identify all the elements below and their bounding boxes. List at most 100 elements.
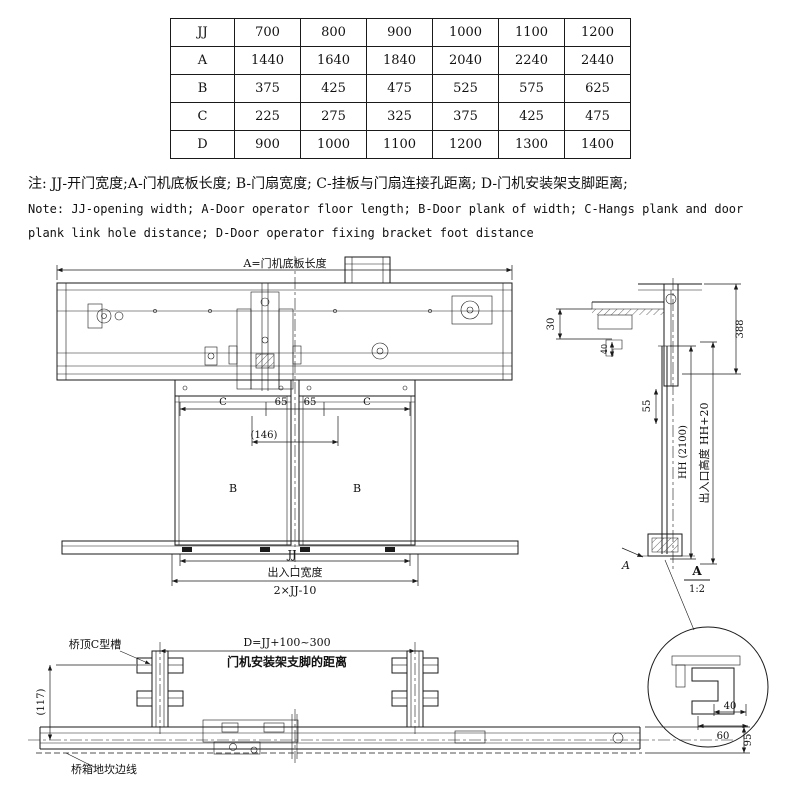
label-b-left: B (229, 482, 237, 495)
dim-95: 95 (645, 726, 754, 754)
row-label: C (170, 102, 235, 131)
sill-section (640, 533, 695, 557)
dim-117: (117) (36, 664, 136, 740)
section-title: A 1:2 (684, 564, 710, 595)
table-cell: 1200 (564, 18, 631, 47)
plan-view: D=JJ+100~300 门机安装架支脚的距离 桥顶C型槽 (28, 636, 754, 776)
front-view: A=门机底板长度 (56, 256, 519, 597)
table-cell: 525 (432, 74, 499, 103)
table-cell: 625 (564, 74, 631, 103)
dim-55-label: 55 (642, 400, 653, 413)
opening-width-label: 出入口宽度 (268, 565, 323, 579)
table-cell: 325 (366, 102, 433, 131)
section-name-label: A (691, 564, 702, 578)
table-row: C 225 275 325 375 425 475 (170, 102, 631, 131)
detail-view: 40 60 (647, 626, 769, 748)
table-cell: 575 (498, 74, 565, 103)
dim-hh: HH (2100) (670, 345, 696, 560)
row-label: A (170, 46, 235, 75)
dim-65-left-label: 65 (275, 397, 288, 408)
table-cell: 1100 (366, 130, 433, 159)
table-cell: 900 (234, 130, 301, 159)
dim-388-label: 388 (735, 319, 746, 338)
dim-c-right-label: C (363, 397, 371, 408)
table-cell: 800 (300, 18, 367, 47)
table-cell: 2440 (564, 46, 631, 75)
dim-d-desc-label: 门机安装架支脚的距离 (227, 654, 347, 669)
c-channel-callout: 桥顶C型槽 (69, 637, 151, 665)
dim-388: 388 (682, 283, 746, 375)
table-cell: 1200 (432, 130, 499, 159)
table-cell: 700 (234, 18, 301, 47)
sill-bar (28, 709, 735, 766)
dim-40-side: 40 (600, 342, 615, 357)
table-cell: 1840 (366, 46, 433, 75)
table-cell: 2240 (498, 46, 565, 75)
dim-a-label: A=门机底板长度 (242, 256, 326, 270)
table-cell: 225 (234, 102, 301, 131)
dim-146-label: (146) (251, 430, 278, 441)
table-cell: 1100 (498, 18, 565, 47)
table-row: B 375 425 475 525 575 625 (170, 74, 631, 103)
detail-dim-60: 60 (697, 716, 748, 742)
table-cell: 1400 (564, 130, 631, 159)
left-fixing-bracket (136, 642, 184, 734)
table-row: JJ 700 800 900 1000 1100 1200 (170, 18, 631, 47)
table-row: A 1440 1640 1840 2040 2240 2440 (170, 46, 631, 75)
right-fixing-bracket (391, 642, 439, 734)
dim-hh-label: HH (2100) (678, 425, 689, 479)
section-arrow-label: A (621, 559, 630, 572)
detail-dim-60-label: 60 (717, 731, 730, 742)
table-cell: 1000 (432, 18, 499, 47)
dim-146: (146) (251, 416, 339, 446)
dim-117-label: (117) (36, 688, 47, 715)
technical-drawing: A=门机底板长度 (28, 256, 769, 776)
dim-40-side-label: 40 (600, 344, 609, 354)
door-sill (61, 540, 519, 555)
c-channel-label: 桥顶C型槽 (69, 637, 121, 651)
table-cell: 375 (432, 102, 499, 131)
dim-opening-height: 出入口高度 HH+20 (697, 341, 717, 565)
table-cell: 1000 (300, 130, 367, 159)
table-cell: 1300 (498, 130, 565, 159)
section-scale-label: 1:2 (689, 584, 705, 595)
table-cell: 1640 (300, 46, 367, 75)
spec-table: JJ 700 800 900 1000 1100 1200 A 1440 164… (170, 18, 631, 159)
dim-a: A=门机底板长度 (56, 256, 513, 280)
row-label: B (170, 74, 235, 103)
side-view: 388 30 40 55 HH (2100) 出入口高度 HH+20 (546, 278, 746, 631)
dim-95-label: 95 (743, 734, 754, 747)
table-cell: 475 (564, 102, 631, 131)
label-b-right: B (353, 482, 361, 495)
door-operator-beam (56, 282, 513, 391)
row-label: D (170, 130, 235, 159)
table-cell: 1440 (234, 46, 301, 75)
dim-d-formula-label: D=JJ+100~300 (243, 636, 330, 649)
table-cell: 2040 (432, 46, 499, 75)
table-cell: 425 (300, 74, 367, 103)
table-cell: 475 (366, 74, 433, 103)
table-cell: 900 (366, 18, 433, 47)
table-row: D 900 1000 1100 1200 1300 1400 (170, 130, 631, 159)
dim-jj: JJ (179, 548, 411, 566)
dim-30-label: 30 (546, 318, 557, 331)
table-cell: 425 (498, 102, 565, 131)
table-cell: 375 (234, 74, 301, 103)
dim-55: 55 (642, 389, 659, 424)
sill-edge-callout: 桥箱地坎边线 (65, 752, 137, 776)
note-line-chinese: 注: JJ-开门宽度;A-门机底板长度; B-门扇宽度; C-挂板与门扇连接孔距… (28, 176, 628, 192)
note-line-english-1: Note: JJ-opening width; A-Door operator … (28, 202, 744, 216)
detail-dim-40-label: 40 (724, 701, 737, 712)
door-panels: B B (174, 395, 416, 546)
note-line-english-2: plank link hole distance; D-Door operato… (28, 226, 534, 240)
detail-dim-40: 40 (713, 701, 747, 716)
dim-c-65-65-c: C 65 65 C (179, 397, 411, 416)
dim-65-right-label: 65 (304, 397, 317, 408)
sill-edge-label: 桥箱地坎边线 (71, 762, 137, 776)
dim-opening-width: 出入口宽度 2×JJ-10 (171, 554, 419, 597)
opening-height-label: 出入口高度 HH+20 (697, 403, 711, 504)
dim-c-left-label: C (219, 397, 227, 408)
row-label: JJ (170, 18, 235, 47)
section-cut-a: A (621, 547, 644, 572)
